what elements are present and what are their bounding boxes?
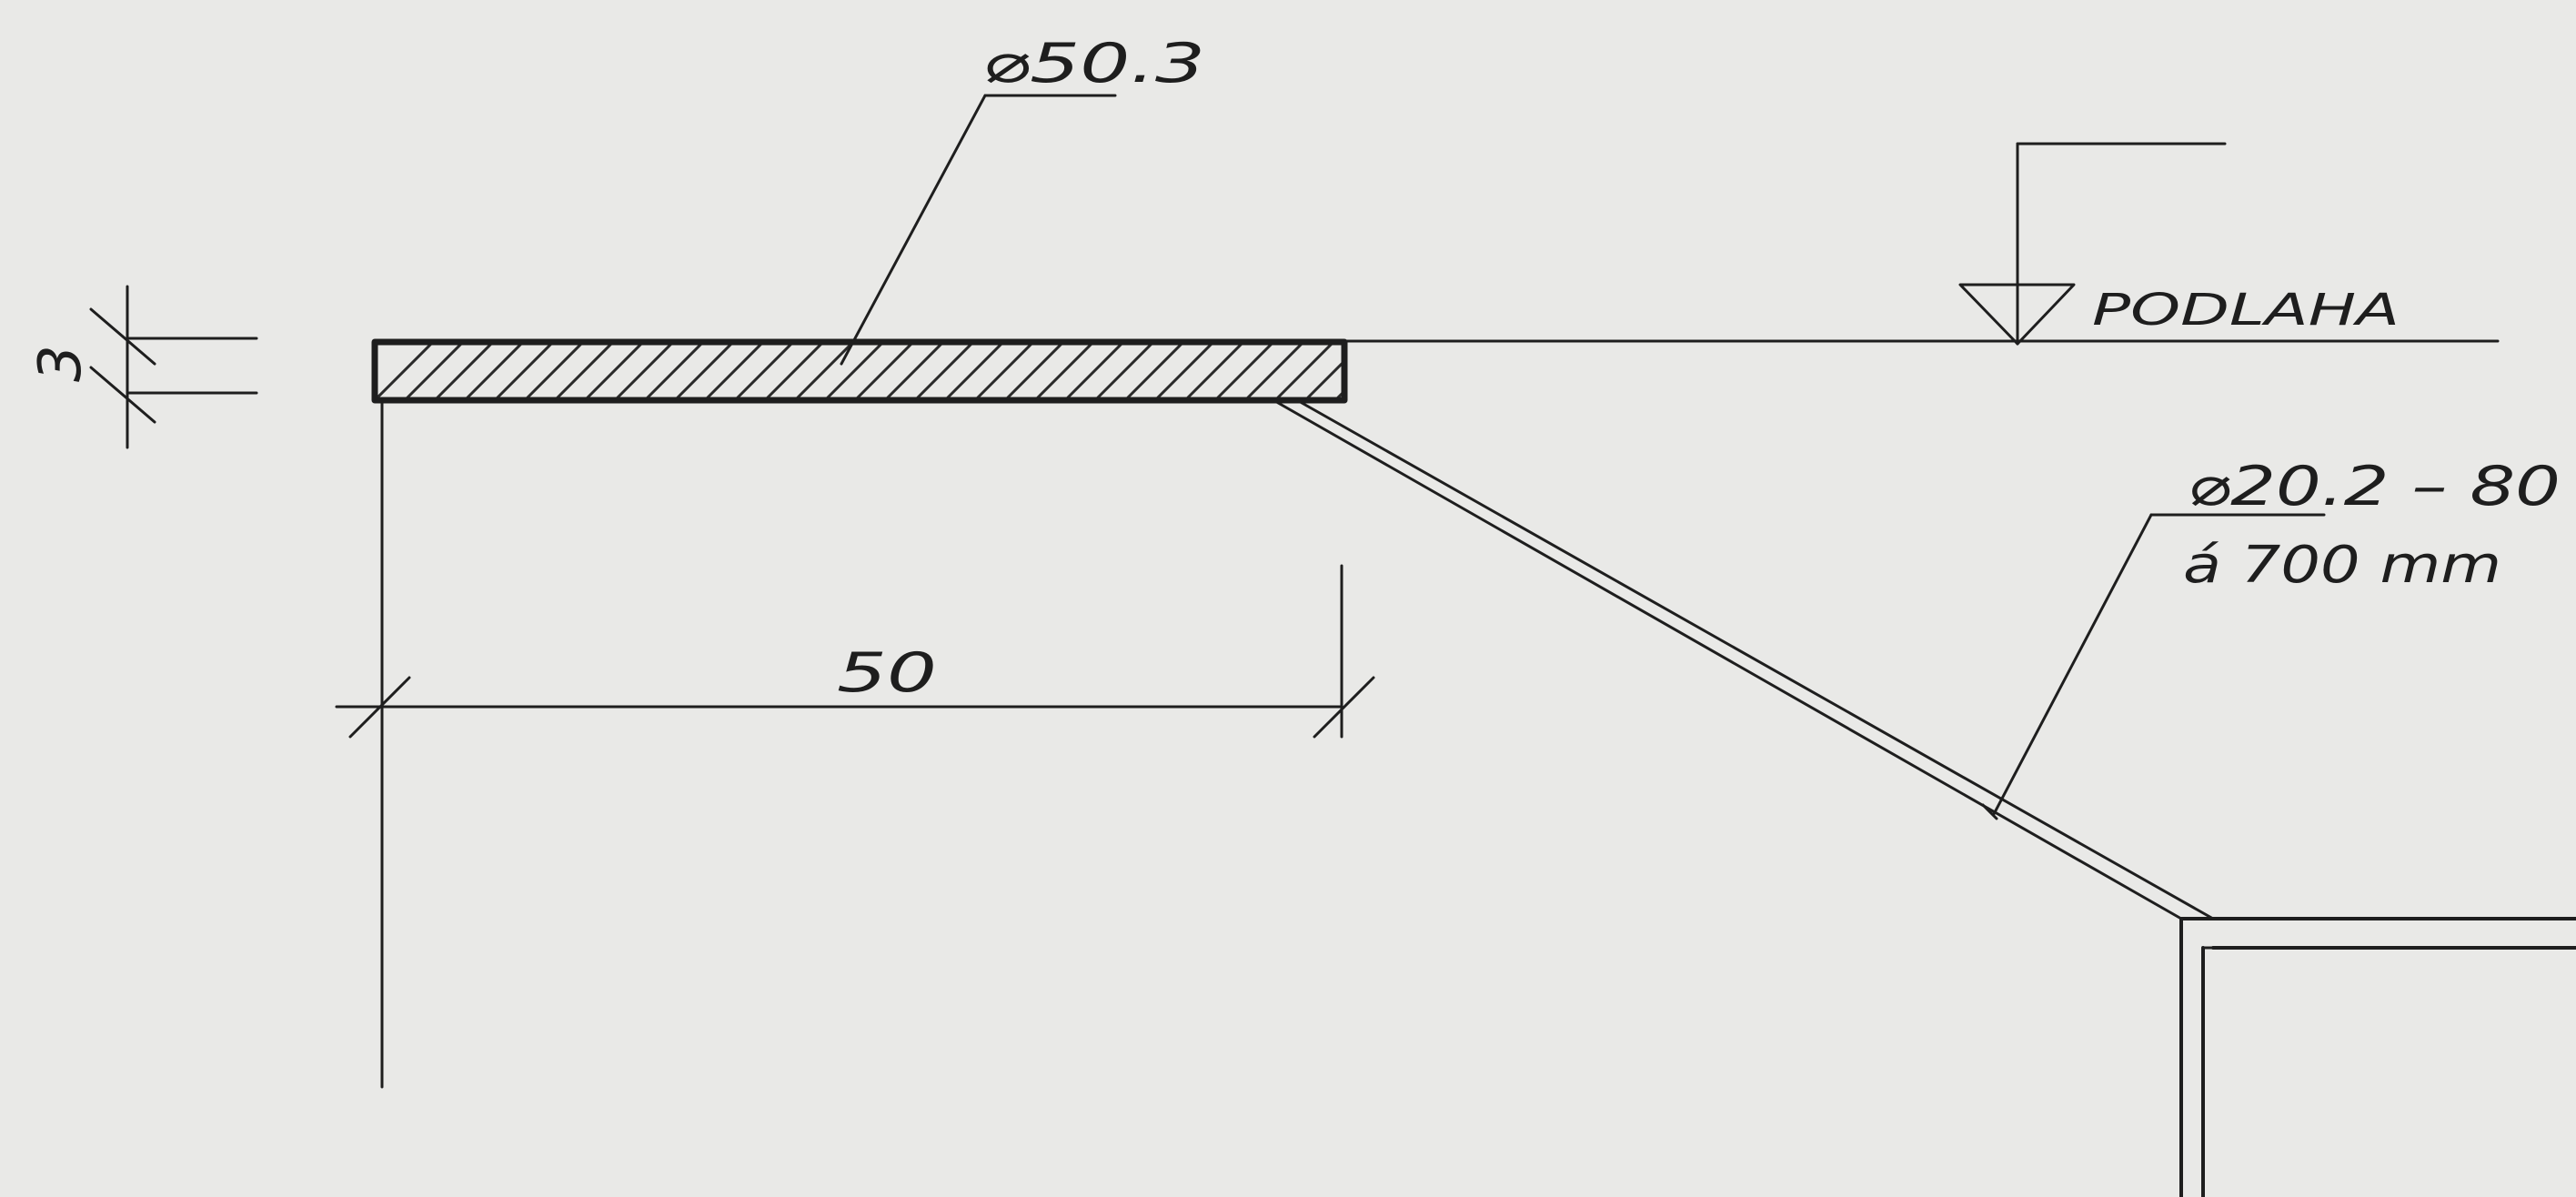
hatch-line [1153, 342, 1215, 400]
plate-leader [840, 94, 1117, 366]
hatch-line [853, 342, 915, 400]
floor-label: PODLAHA [2092, 285, 2400, 336]
hatch-line [463, 342, 525, 400]
plate-hatching [375, 342, 1454, 400]
bar-leader [1981, 513, 2326, 820]
hatch-line [1183, 342, 1245, 400]
hatch-line [1093, 342, 1155, 400]
floor-level-marker-icon [1958, 142, 2227, 346]
dimension-length-label: 50 [837, 641, 937, 705]
hatch-line [703, 342, 765, 400]
hatch-line [403, 342, 465, 400]
steel-plate-section [371, 338, 1454, 404]
hatch-line [913, 342, 975, 400]
hatch-line [1063, 342, 1125, 400]
hatch-line [1273, 342, 1335, 400]
hatch-line [763, 342, 825, 400]
hatch-line [1303, 358, 1344, 400]
hatch-line [1213, 342, 1275, 400]
hatch-line [375, 342, 435, 400]
bar-spacing-label: á 700 mm [2183, 536, 2501, 595]
hatch-line [433, 342, 495, 400]
hatch-line [1123, 342, 1185, 400]
hatch-line [823, 342, 885, 400]
hatch-line [613, 342, 675, 400]
hatch-line [553, 342, 615, 400]
hatch-line [1243, 342, 1305, 400]
hatch-line [943, 342, 1005, 400]
hatch-line [523, 342, 585, 400]
hatch-line [1033, 342, 1095, 400]
diagonal-bar [1272, 398, 2215, 920]
hatch-line [1003, 342, 1065, 400]
hatch-line [1365, 342, 1424, 400]
hatch-line [973, 342, 1035, 400]
hatch-line [883, 342, 945, 400]
hatch-line [1395, 342, 1454, 400]
beam-section [2179, 917, 2576, 1197]
hatch-line [643, 342, 705, 400]
dimension-thickness-label: 3 [27, 345, 95, 382]
plate-reference-label: ⌀50.3 [982, 32, 1205, 96]
dimension-length [335, 564, 1375, 739]
hatch-line [493, 342, 555, 400]
hatch-line [793, 342, 855, 400]
hatch-line [673, 342, 735, 400]
dimension-thickness [89, 285, 258, 449]
hatch-line [583, 342, 645, 400]
bar-reference-label: ⌀20.2 – 80 [2188, 455, 2561, 518]
hatch-line [733, 342, 795, 400]
